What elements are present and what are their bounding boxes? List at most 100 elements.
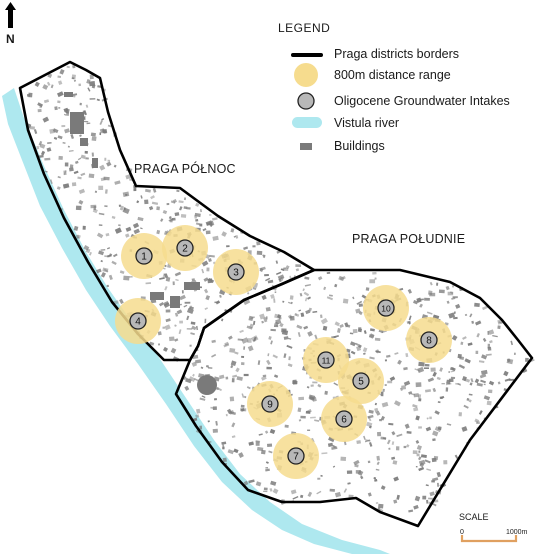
building — [195, 359, 202, 364]
building — [235, 235, 239, 239]
building — [272, 354, 278, 359]
building — [418, 466, 425, 472]
intake-label-2: 2 — [182, 244, 188, 255]
building — [108, 274, 113, 281]
legend-symbol-range — [294, 63, 318, 87]
building — [184, 385, 190, 391]
building — [260, 449, 266, 455]
intake-marker-10[interactable] — [377, 299, 395, 317]
building — [466, 397, 470, 401]
building — [96, 268, 102, 274]
building — [229, 348, 236, 353]
building — [189, 305, 193, 309]
building — [165, 318, 171, 323]
building — [52, 128, 59, 134]
building — [238, 452, 244, 459]
building — [241, 362, 245, 366]
intake-marker-11[interactable] — [317, 351, 335, 369]
intake-marker-4[interactable] — [129, 312, 147, 330]
legend-title: LEGEND — [278, 21, 331, 35]
building — [474, 418, 480, 423]
building — [478, 410, 483, 415]
building — [265, 277, 271, 282]
building — [195, 325, 199, 331]
building — [369, 333, 375, 339]
building — [75, 234, 80, 239]
building — [334, 321, 340, 327]
building — [298, 396, 305, 401]
building — [93, 205, 97, 211]
building — [396, 433, 403, 438]
building — [307, 429, 311, 431]
building — [159, 277, 165, 280]
building — [367, 460, 371, 464]
building — [92, 158, 98, 168]
building — [356, 440, 362, 445]
building — [243, 395, 247, 399]
building — [363, 330, 367, 334]
building — [308, 307, 312, 312]
building — [363, 352, 366, 355]
intake-marker-8[interactable] — [420, 331, 438, 349]
building — [99, 119, 103, 125]
building — [337, 328, 341, 333]
building — [204, 307, 208, 310]
intake-label-4: 4 — [135, 317, 141, 328]
building — [388, 447, 391, 450]
building — [150, 195, 155, 200]
building — [212, 406, 217, 410]
building — [134, 186, 137, 191]
building — [408, 315, 412, 321]
building — [184, 282, 200, 290]
building — [107, 124, 112, 128]
building — [307, 491, 313, 497]
building — [408, 509, 414, 513]
building — [424, 363, 430, 367]
building — [67, 145, 70, 148]
intake-marker-2[interactable] — [176, 239, 194, 257]
building — [42, 84, 49, 90]
building — [289, 315, 295, 321]
building — [462, 336, 467, 340]
building — [114, 227, 122, 234]
intake-marker-1[interactable] — [135, 247, 153, 265]
building — [239, 329, 244, 334]
intake-marker-5[interactable] — [352, 372, 370, 390]
building — [329, 488, 335, 492]
building — [37, 102, 44, 108]
building — [380, 436, 387, 440]
intake-marker-9[interactable] — [261, 395, 279, 413]
building — [482, 305, 489, 311]
building — [357, 470, 364, 476]
building — [42, 116, 50, 123]
building — [443, 460, 448, 465]
building — [252, 320, 256, 325]
building — [374, 402, 378, 406]
north-arrow-head-icon — [5, 2, 16, 10]
building — [268, 450, 273, 454]
building — [323, 286, 327, 291]
building — [407, 288, 413, 294]
building — [333, 382, 339, 386]
building — [132, 222, 140, 229]
building — [79, 102, 82, 106]
building — [403, 366, 408, 371]
building — [106, 284, 109, 287]
building — [175, 279, 179, 281]
building — [243, 346, 246, 350]
building — [236, 376, 243, 381]
intake-marker-7[interactable] — [287, 447, 305, 465]
building — [476, 382, 483, 387]
building — [230, 228, 235, 233]
building — [374, 337, 381, 341]
intake-marker-6[interactable] — [335, 410, 353, 428]
building — [255, 441, 260, 446]
building — [72, 93, 78, 96]
intake-marker-3[interactable] — [227, 263, 245, 281]
building — [195, 219, 199, 222]
building — [278, 316, 282, 320]
building — [75, 205, 82, 211]
scale-title: SCALE — [459, 512, 489, 522]
building — [189, 344, 192, 347]
